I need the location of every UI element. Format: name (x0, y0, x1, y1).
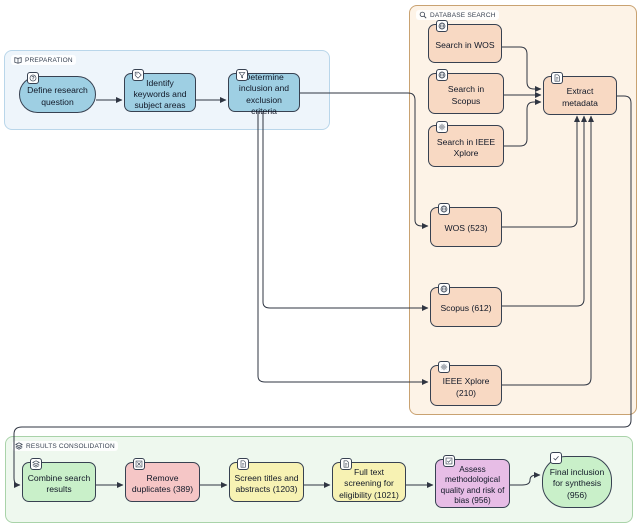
node-ieee-label: IEEE Xplore (210) (442, 376, 490, 398)
node-final-inclusion[interactable]: Final inclusion for synthesis (956) (542, 452, 612, 508)
node-search-ieee-label: Search in IEEE Xplore (436, 136, 496, 158)
edge-assess-final (510, 472, 541, 486)
search-icon (419, 11, 427, 19)
node-identify-keywords[interactable]: Identify keywords and subject areas (124, 69, 196, 112)
document-icon (551, 72, 563, 84)
results-consolidation-group-label: RESULTS CONSOLIDATION (12, 441, 118, 451)
node-scopus-results[interactable]: Scopus (612) (430, 283, 502, 327)
book-icon (14, 57, 22, 64)
node-search-ieee[interactable]: Search in IEEE Xplore (428, 121, 504, 167)
preparation-group-label: PREPARATION (11, 55, 76, 65)
edge-scopus-extract (502, 115, 587, 307)
node-extract-label: Extract metadata (562, 86, 598, 108)
question-icon (27, 72, 39, 84)
filter-icon (236, 69, 248, 81)
node-define-research-question[interactable]: Define research question (19, 72, 96, 113)
checkbox-icon (443, 455, 455, 467)
tag-icon (132, 69, 144, 81)
node-scopus-label: Scopus (612) (440, 303, 492, 314)
node-search-scopus[interactable]: Search in Scopus (428, 69, 504, 114)
node-full-text-screening[interactable]: Full text screening for eligibility (102… (332, 458, 406, 502)
node-combine-label: Combine search results (27, 472, 91, 494)
node-search-wos-label: Search in WOS (435, 39, 495, 50)
edge-searchwos-extract (502, 46, 542, 92)
layers-icon (30, 458, 42, 470)
database-search-label-text: DATABASE SEARCH (430, 11, 496, 19)
node-search-scopus-label: Search in Scopus (447, 84, 485, 106)
layers-icon (15, 442, 23, 450)
edge-determine-wos (300, 92, 429, 229)
node-final-label: Final inclusion for synthesis (956) (549, 467, 605, 500)
node-identify-label: Identify keywords and subject areas (133, 77, 187, 111)
node-assess-quality[interactable]: Assess methodological quality and risk o… (435, 455, 510, 508)
node-screen-label: Screen titles and abstracts (1203) (234, 472, 299, 494)
database-search-group-label: DATABASE SEARCH (416, 10, 499, 20)
node-extract-metadata[interactable]: Extract metadata (543, 72, 617, 115)
node-determine-label: Determine inclusion and exclusion criter… (238, 72, 290, 116)
globe-icon (436, 69, 448, 81)
results-consolidation-group: RESULTS CONSOLIDATION (5, 436, 633, 523)
node-assess-label: Assess methodological quality and risk o… (440, 465, 505, 505)
node-search-wos[interactable]: Search in WOS (428, 20, 502, 63)
document-icon (237, 458, 249, 470)
gear-icon (438, 361, 450, 373)
node-wos-results[interactable]: WOS (523) (430, 203, 502, 247)
globe-icon (438, 203, 450, 215)
results-consolidation-label-text: RESULTS CONSOLIDATION (26, 442, 115, 450)
node-define-label: Define research question (27, 85, 88, 107)
node-combine-results[interactable]: Combine search results (22, 458, 96, 502)
node-screen-titles[interactable]: Screen titles and abstracts (1203) (229, 458, 304, 502)
check-icon (550, 452, 562, 464)
gear-icon (436, 121, 448, 133)
node-fulltext-label: Full text screening for eligibility (102… (339, 467, 399, 500)
node-wos-label: WOS (523) (444, 223, 488, 234)
edge-ieee-extract (502, 115, 594, 386)
node-remove-duplicates[interactable]: Remove duplicates (389) (125, 458, 200, 502)
edge-extract-combine (13, 95, 632, 488)
document-icon (340, 458, 352, 470)
node-determine-criteria[interactable]: Determine inclusion and exclusion criter… (228, 69, 300, 116)
globe-icon (436, 20, 448, 32)
edge-determine-scopus (262, 112, 429, 311)
globe-icon (438, 283, 450, 295)
edge-searchieee-extract (504, 99, 542, 147)
edge-determine-ieee (257, 112, 429, 385)
edge-wos-extract (502, 115, 580, 228)
x-box-icon (133, 458, 145, 470)
node-remove-label: Remove duplicates (389) (131, 472, 194, 494)
preparation-label-text: PREPARATION (25, 56, 73, 64)
node-ieee-results[interactable]: IEEE Xplore (210) (430, 361, 502, 406)
